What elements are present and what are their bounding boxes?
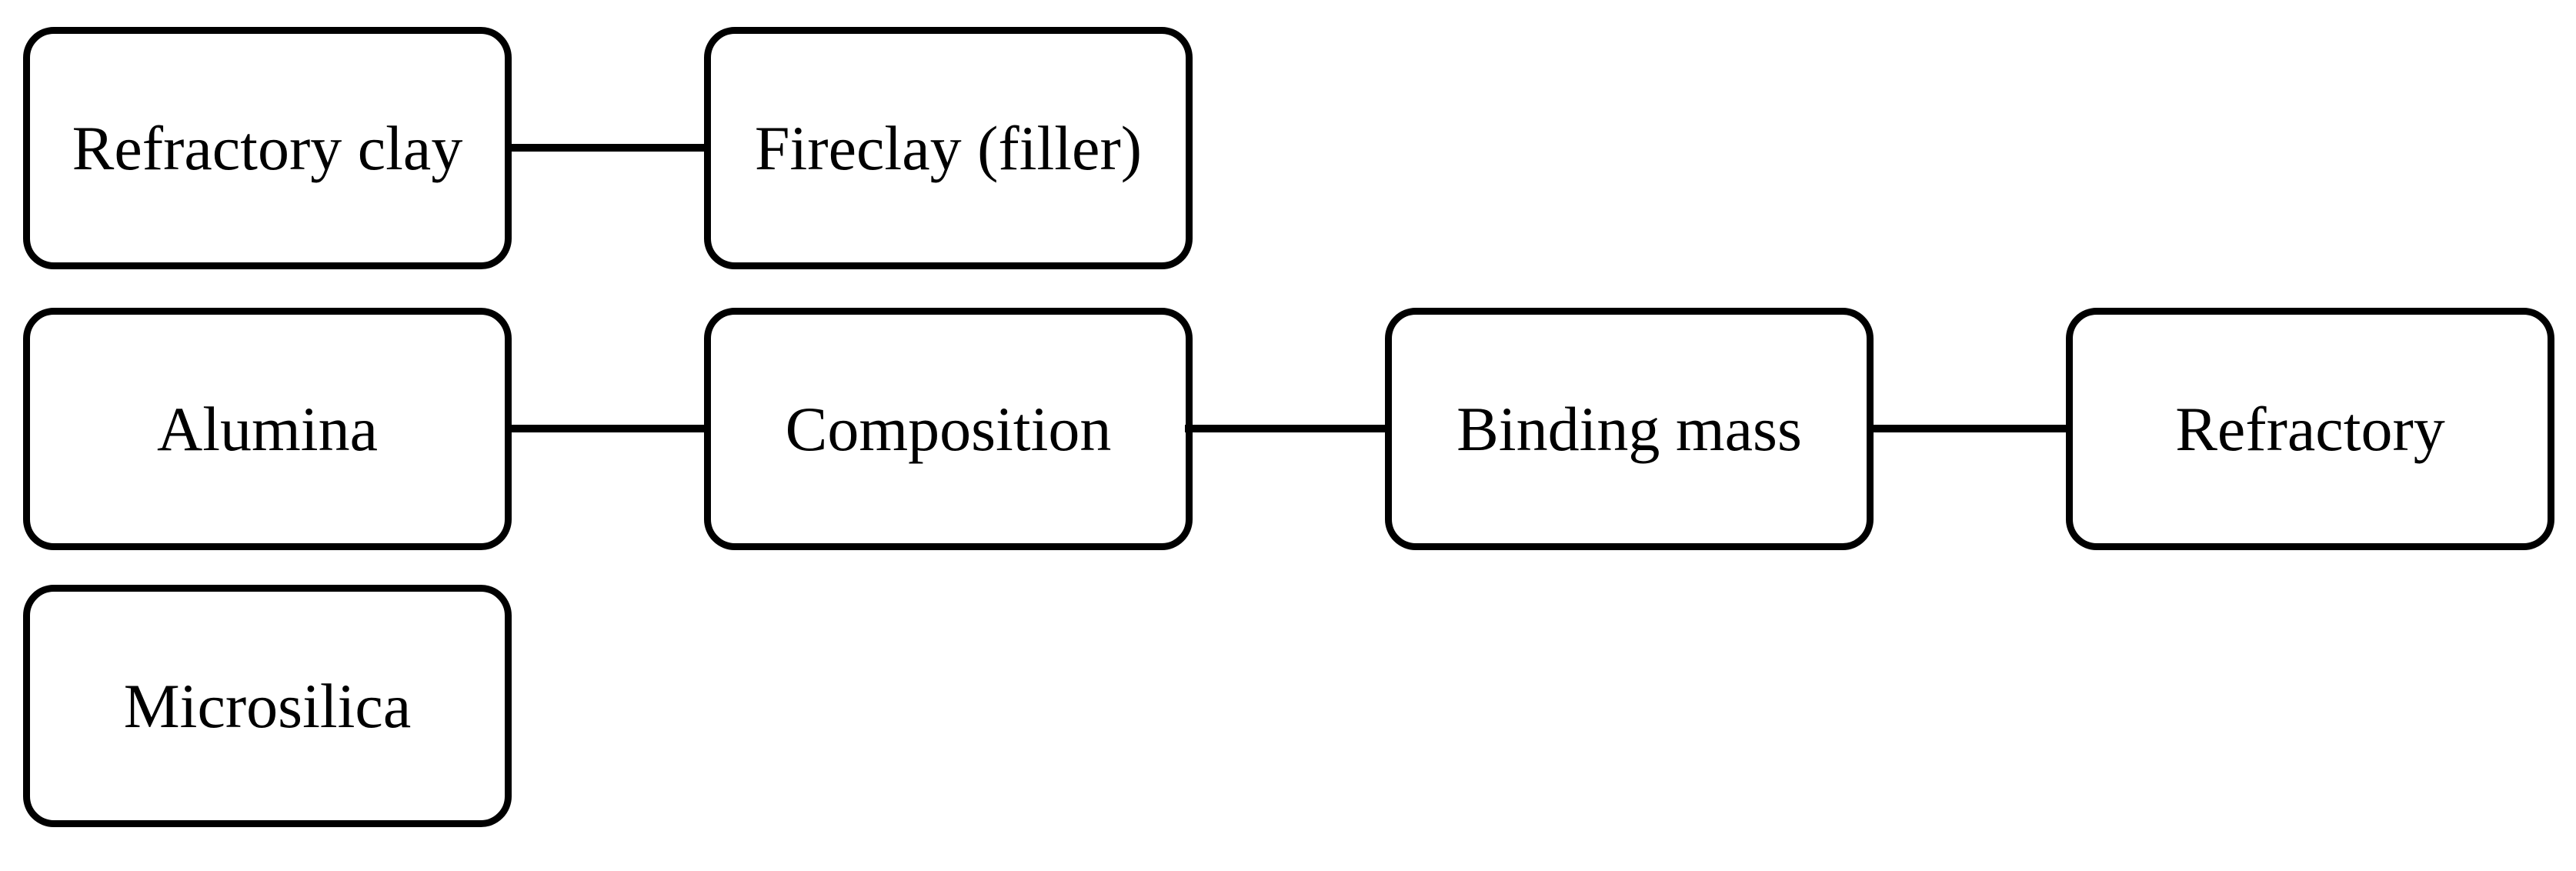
node-microsilica-label: Microsilica xyxy=(123,670,412,741)
node-alumina: Alumina xyxy=(23,308,512,550)
node-refractory-label: Refractory xyxy=(2175,393,2445,464)
node-refractory: Refractory xyxy=(2066,308,2554,550)
node-microsilica: Microsilica xyxy=(23,585,512,827)
edge-alumina-composition xyxy=(508,425,708,432)
node-binding-mass-label: Binding mass xyxy=(1457,393,1802,464)
edge-binding-mass-refractory xyxy=(1870,425,2070,432)
node-composition: Composition xyxy=(704,308,1193,550)
edge-refractory-clay-fireclay-filler xyxy=(508,144,708,152)
node-refractory-clay-label: Refractory clay xyxy=(72,112,463,183)
edge-composition-binding-mass xyxy=(1185,425,1389,432)
node-alumina-label: Alumina xyxy=(157,393,378,464)
node-refractory-clay: Refractory clay xyxy=(23,27,512,269)
node-composition-label: Composition xyxy=(785,393,1112,464)
node-binding-mass: Binding mass xyxy=(1385,308,1874,550)
node-fireclay-filler-label: Fireclay (filler) xyxy=(754,112,1143,183)
node-fireclay-filler: Fireclay (filler) xyxy=(704,27,1193,269)
